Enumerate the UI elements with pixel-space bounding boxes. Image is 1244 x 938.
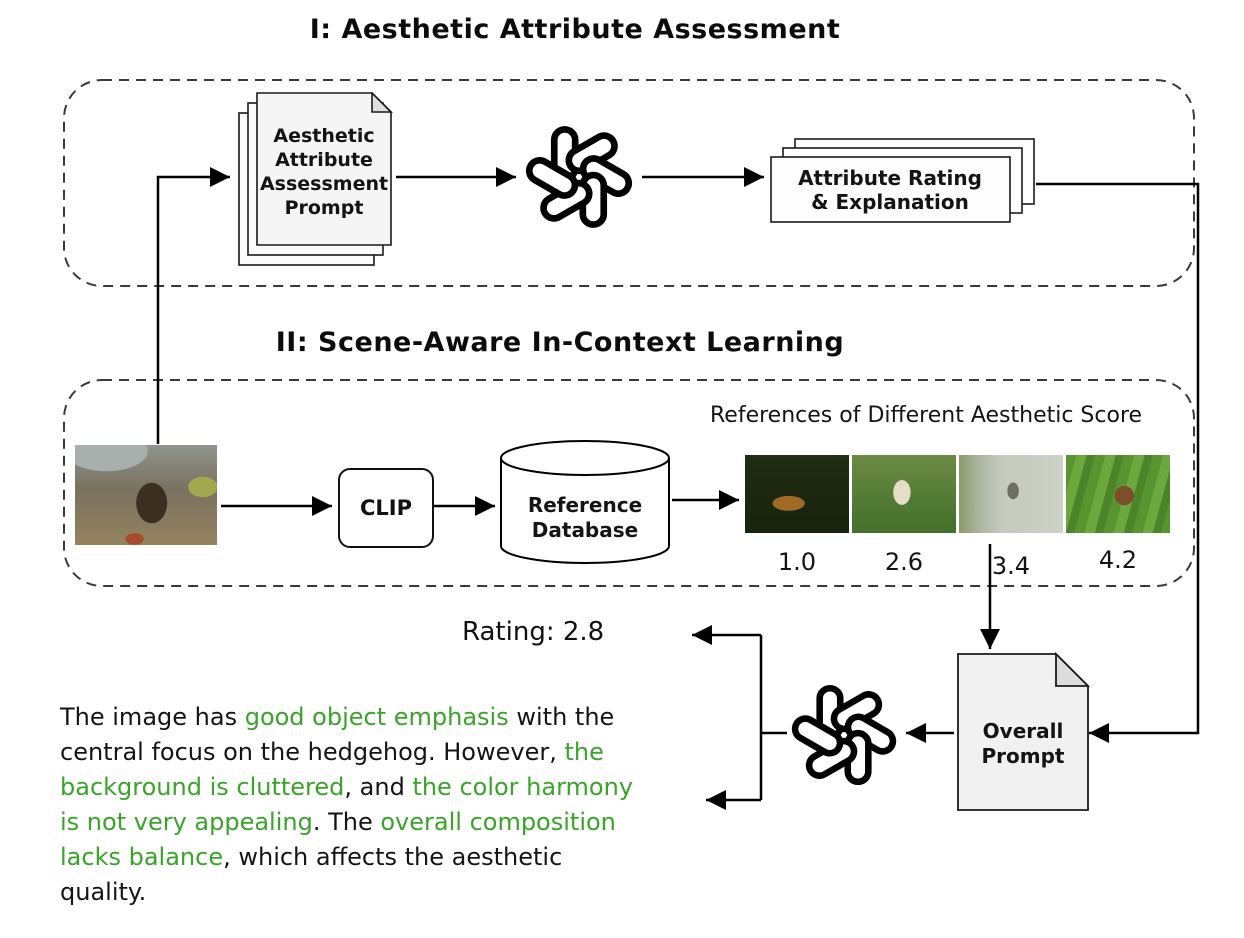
gpt-icon-stage2 bbox=[786, 677, 902, 793]
rating-doc-line: & Explanation bbox=[811, 190, 969, 214]
references-label: References of Different Aesthetic Score bbox=[710, 403, 1143, 428]
reference-image-4 bbox=[1066, 455, 1170, 533]
overall-prompt-line: Overall bbox=[983, 719, 1064, 743]
attribute-rating-doc-stack: Attribute Rating & Explanation bbox=[770, 138, 1035, 223]
prompt-doc-line: Assessment bbox=[260, 173, 388, 195]
input-hedgehog-image bbox=[75, 445, 217, 545]
reference-image-1 bbox=[745, 455, 849, 533]
overall-prompt-doc: Overall Prompt bbox=[957, 652, 1091, 811]
explanation-line: lacks balance, which affects the aesthet… bbox=[60, 843, 563, 871]
reference-score-4: 4.2 bbox=[1098, 546, 1138, 574]
page-fold-corner bbox=[371, 92, 393, 113]
section1-title: I: Aesthetic Attribute Assessment bbox=[309, 14, 841, 45]
section2-title: II: Scene-Aware In-Context Learning bbox=[275, 327, 845, 358]
explanation-line: background is cluttered, and the color h… bbox=[60, 773, 634, 801]
reference-image-2 bbox=[852, 455, 956, 533]
explanation-line: is not very appealing. The overall compo… bbox=[60, 808, 616, 836]
clip-encoder-box: CLIP bbox=[338, 468, 434, 548]
cylinder-top bbox=[500, 440, 670, 476]
reference-score-2: 2.6 bbox=[884, 548, 924, 576]
database-line: Database bbox=[532, 518, 638, 542]
arrow-image-to-prompt bbox=[156, 167, 230, 444]
explanation-line: The image has good object emphasis with … bbox=[60, 703, 615, 731]
gpt-icon-stage1 bbox=[520, 118, 638, 236]
explanation-line: quality. bbox=[60, 878, 147, 906]
overall-prompt-line: Prompt bbox=[982, 744, 1065, 768]
aesthetic-prompt-doc-stack: Aesthetic Attribute Assessment Prompt bbox=[238, 92, 393, 266]
reference-score-3: 3.4 bbox=[991, 552, 1031, 580]
connector-gpt-output-split bbox=[759, 635, 787, 800]
rating-doc-line: Attribute Rating bbox=[798, 166, 982, 190]
page-fold-corner bbox=[1055, 652, 1091, 687]
explanation-line: central focus on the hedgehog. However, … bbox=[60, 738, 604, 766]
reference-image-3 bbox=[959, 455, 1063, 533]
prompt-doc-line: Attribute bbox=[275, 149, 373, 171]
reference-score-1: 1.0 bbox=[777, 548, 817, 576]
reference-database-cylinder: Reference Database bbox=[500, 440, 670, 564]
prompt-doc-line: Aesthetic bbox=[273, 125, 374, 147]
explanation-paragraph: The image has good object emphasis with … bbox=[60, 700, 720, 910]
rating-value: Rating: 2.8 bbox=[462, 617, 605, 647]
prompt-doc-line: Prompt bbox=[285, 197, 364, 219]
database-line: Reference bbox=[528, 493, 642, 517]
